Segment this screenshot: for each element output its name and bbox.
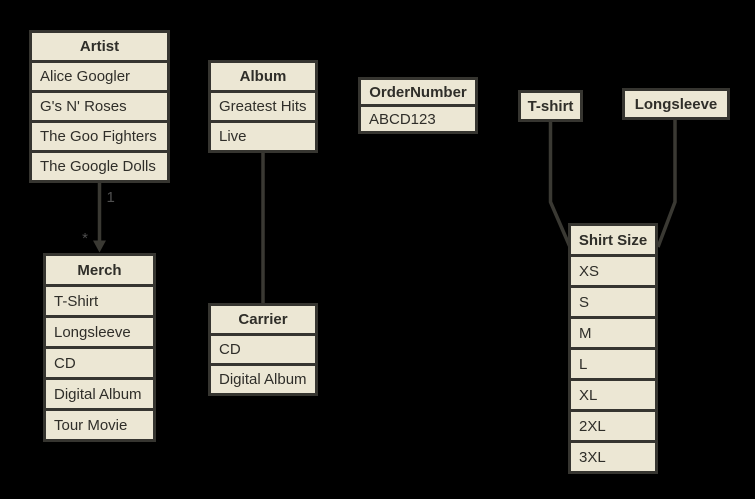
- entity-artist-row-1: G's N' Roses: [32, 93, 167, 120]
- entity-album-row-1: Live: [211, 123, 315, 150]
- entity-merch-row-3: Digital Album: [46, 380, 153, 408]
- entity-order-number-row-0: ABCD123: [361, 107, 475, 131]
- entity-artist-title: Artist: [32, 33, 167, 60]
- entity-shirt-size-row-1: S: [571, 288, 655, 316]
- entity-carrier: Carrier CD Digital Album: [208, 303, 318, 396]
- entity-carrier-title: Carrier: [211, 306, 315, 333]
- entity-carrier-row-1: Digital Album: [211, 366, 315, 393]
- entity-artist-row-2: The Goo Fighters: [32, 123, 167, 150]
- entity-artist-row-3: The Google Dolls: [32, 153, 167, 180]
- edge-cardinality-label-one: 1: [107, 189, 115, 206]
- entity-shirt-size: Shirt Size XS S M L XL 2XL 3XL: [568, 223, 658, 474]
- edge-tshirt-to-shirt-size: [548, 122, 572, 248]
- entity-album-title: Album: [211, 63, 315, 90]
- entity-shirt-size-row-6: 3XL: [571, 443, 655, 471]
- entity-longsleeve-title: Longsleeve: [625, 91, 727, 117]
- entity-tshirt-title: T-shirt: [521, 93, 580, 119]
- entity-merch-row-0: T-Shirt: [46, 287, 153, 315]
- entity-carrier-row-0: CD: [211, 336, 315, 363]
- entity-order-number: OrderNumber ABCD123: [358, 77, 478, 134]
- entity-album-row-0: Greatest Hits: [211, 93, 315, 120]
- entity-shirt-size-row-3: L: [571, 350, 655, 378]
- entity-shirt-size-row-4: XL: [571, 381, 655, 409]
- entity-artist: Artist Alice Googler G's N' Roses The Go…: [29, 30, 170, 183]
- entity-artist-row-0: Alice Googler: [32, 63, 167, 90]
- entity-merch-row-2: CD: [46, 349, 153, 377]
- entity-merch-row-1: Longsleeve: [46, 318, 153, 346]
- entity-tshirt: T-shirt: [518, 90, 583, 122]
- entity-merch-row-4: Tour Movie: [46, 411, 153, 439]
- entity-merch: Merch T-Shirt Longsleeve CD Digital Albu…: [43, 253, 156, 442]
- entity-shirt-size-row-5: 2XL: [571, 412, 655, 440]
- entity-album: Album Greatest Hits Live: [208, 60, 318, 153]
- entity-shirt-size-title: Shirt Size: [571, 226, 655, 254]
- edge-longsleeve-to-shirt-size: [656, 120, 677, 248]
- entity-merch-title: Merch: [46, 256, 153, 284]
- entity-longsleeve: Longsleeve: [622, 88, 730, 120]
- entity-order-number-title: OrderNumber: [361, 80, 475, 104]
- entity-shirt-size-row-2: M: [571, 319, 655, 347]
- entity-shirt-size-row-0: XS: [571, 257, 655, 285]
- edge-arrowhead-icon: [93, 240, 106, 253]
- edge-cardinality-label-many: *: [82, 230, 88, 247]
